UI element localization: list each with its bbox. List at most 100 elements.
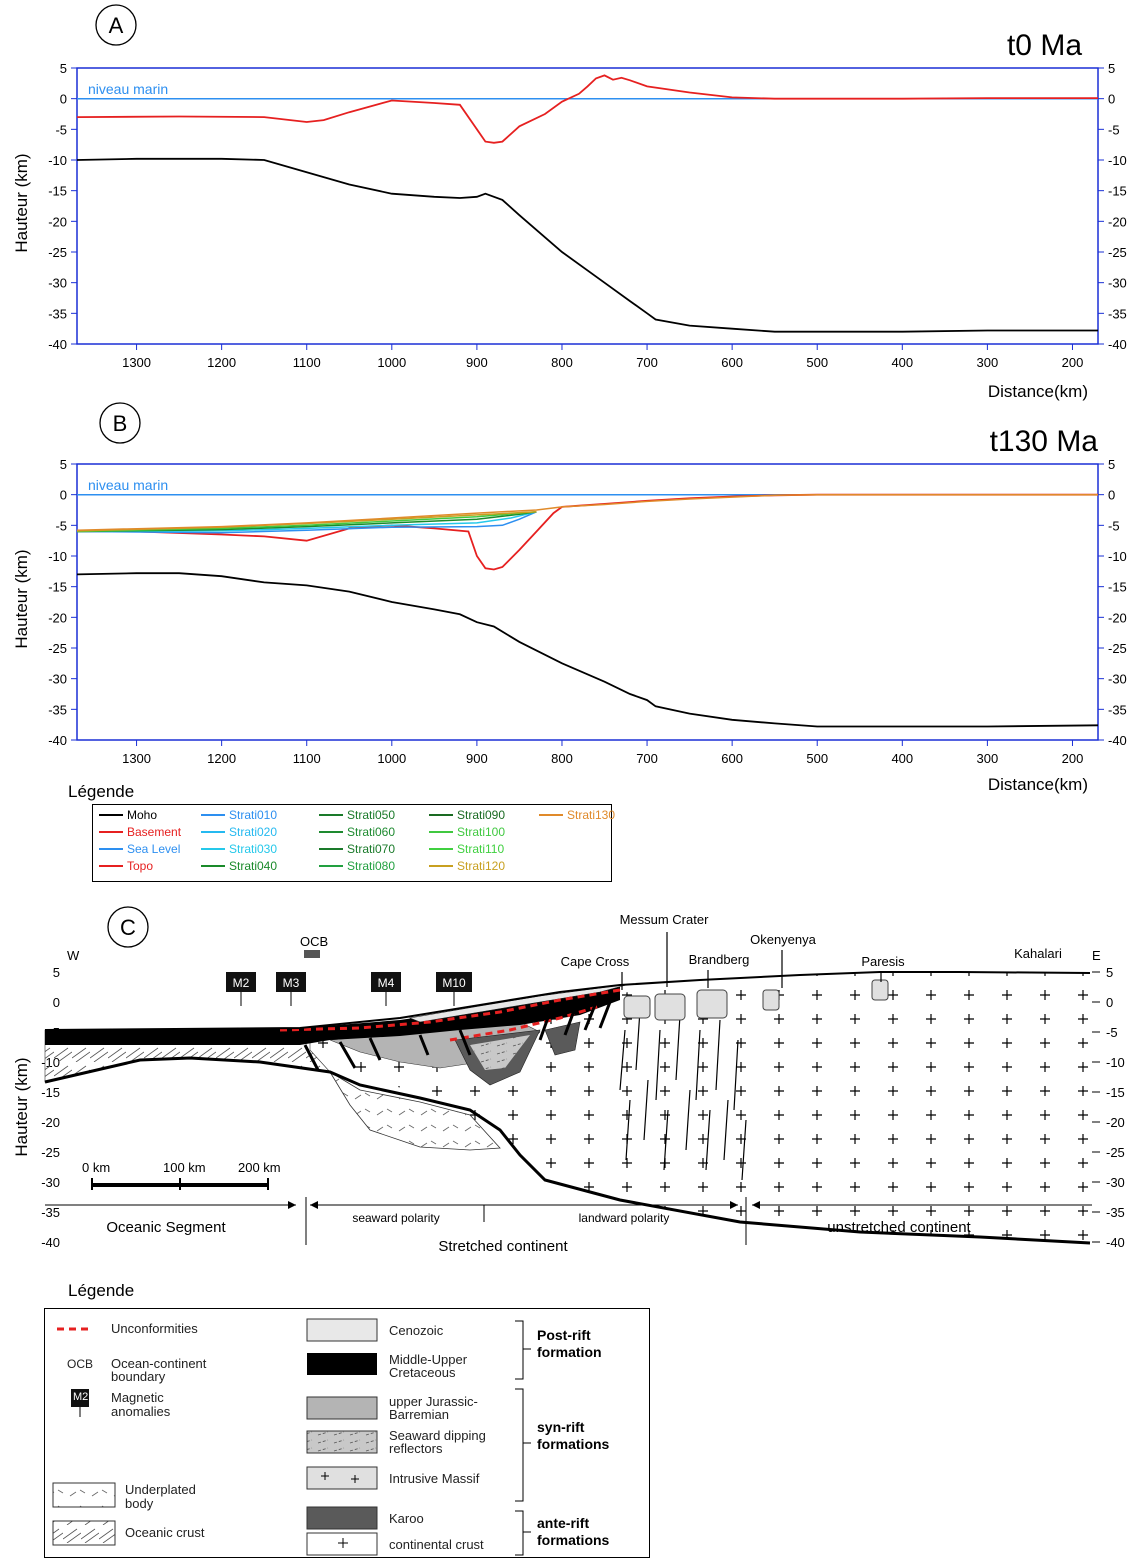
panel-c-ytick-r-2: -5 [1106,1025,1118,1040]
panel-b-xtick-label-9: 400 [891,751,913,766]
legend-jurassic-swatch [306,1396,378,1420]
legend-b-item-strati130: Strati130 [539,808,615,822]
panel-c-ytick-r-0: 5 [1106,965,1113,980]
bracket-post [515,1320,531,1380]
legend-magnetic: Magnetic anomalies [111,1390,171,1419]
anomaly-m10: M10 [436,972,472,1006]
panel-b-xtick-label-4: 900 [466,751,488,766]
panel-a-ytick-label-r-9: -40 [1108,337,1127,352]
legend-c-graphics [52,1318,531,1556]
anomaly-m4: M4 [371,972,401,1006]
panel-b-ytick-label-l-1: 0 [60,488,67,503]
legend-b-item-strati040: Strati040 [201,859,277,873]
legend-cenozoic-swatch [306,1318,378,1342]
cross-section [44,971,1091,1245]
panel-b-xtick-label-7: 600 [721,751,743,766]
legend-b-item-strati090: Strati090 [429,808,505,822]
legend-b-item-moho: Moho [99,808,157,822]
panel-c-letter: C [120,915,136,940]
panel-a-ytick-label-l-9: -40 [48,337,67,352]
legend-b-swatch [201,831,225,833]
moho-line [44,1056,1091,1245]
panel-b-ytick-label-l-4: -15 [48,580,67,595]
legend-b-label: Strati100 [457,825,506,839]
panel-a-time: t0 Ma [1007,29,1082,62]
panel-b-xtick-label-1: 1200 [207,751,236,766]
panel-b-xtick-label-5: 800 [551,751,573,766]
panel-b-series-7 [76,493,1098,531]
ocb-label: OCB [300,934,328,949]
anomaly-m10-label: M10 [442,976,466,990]
panel-a-ytick-label-r-4: -15 [1108,184,1127,199]
place-brandberg: Brandberg [689,952,750,967]
panel-a-letter: A [109,13,124,38]
panel-a-frame [76,67,1099,345]
place-paresis: Paresis [861,954,905,969]
legend-b-item-strati030: Strati030 [201,842,277,856]
panel-a-ytick-label-l-3: -10 [48,153,67,168]
panel-b-ytick-label-r-3: -10 [1108,549,1127,564]
legend-oceanic: Oceanic crust [125,1525,205,1540]
legend-b-label: Strati010 [229,808,278,822]
seg-stretched: Stretched continent [438,1238,568,1255]
panel-b-ylabel: Hauteur (km) [12,549,31,648]
place-okenyenya: Okenyenya [750,932,817,947]
legend-b-label: Strati020 [229,825,278,839]
panel-a-xtick-label-0: 1300 [122,355,151,370]
panel-b-ytick-label-r-5: -20 [1108,610,1127,625]
anomaly-m3: M3 [276,972,306,1006]
legend-b-title: Légende [68,782,134,801]
legend-b-swatch [429,865,453,867]
panel-c-ytick-l-4: -15 [41,1085,60,1100]
panel-b-xtick-label-8: 500 [806,751,828,766]
seg-landward: landward polarity [579,1211,670,1225]
legend-b-label: Strati040 [229,859,278,873]
west-label: W [67,948,80,963]
bracket-syn [515,1388,531,1502]
legend-b-label: Moho [127,808,158,822]
panel-b-series-4 [76,511,537,533]
panel-a-ytick-label-r-6: -25 [1108,245,1127,260]
panel-a-ylabel: Hauteur (km) [12,153,31,252]
panel-b-ytick-label-r-2: -5 [1108,518,1120,533]
panel-b-ytick-label-l-2: -5 [55,518,67,533]
legend-continental: continental crust [389,1537,484,1552]
legend-b-item-strati010: Strati010 [201,808,277,822]
panel-a-ytick-label-r-7: -30 [1108,276,1127,291]
legend-jurassic: upper Jurassic-Barremian [389,1394,478,1422]
legend-b-item-strati050: Strati050 [319,808,395,822]
legend-b-swatch [99,865,123,867]
panel-b-xtick-label-3: 1000 [377,751,406,766]
panel-b-xtick-label-0: 1300 [122,751,151,766]
ocb-marker [304,950,320,958]
panel-c-ytick-l-9: -40 [41,1235,60,1250]
panel-c-ylabel: Hauteur (km) [12,1057,31,1156]
legend-b-item-strati020: Strati020 [201,825,277,839]
legend-ocb: Ocean-continent boundary [111,1356,207,1384]
legend-b-swatch [319,814,343,816]
seg-seaward: seaward polarity [352,1211,439,1225]
panel-b: B t130 Ma Hauteur (km) Distance(km) nive… [12,402,1127,801]
legend-b-swatch [99,831,123,833]
legend-b-swatch [319,865,343,867]
panel-b-series-3 [76,511,537,533]
group-ante-rift: ante-rift formations [537,1515,610,1548]
legend-c-title: Légende [68,1281,134,1300]
panel-c-ytick-l-6: -25 [41,1145,60,1160]
panel-b-letter-circle [99,402,141,444]
legend-b-item-strati060: Strati060 [319,825,395,839]
panel-a-ytick-label-l-5: -20 [48,214,67,229]
panel-b-series-8 [76,572,1099,728]
panel-b-ytick-label-l-9: -40 [48,733,67,748]
panel-a-xtick-label-10: 300 [977,355,999,370]
legend-b-item-topo: Topo [99,859,153,873]
panel-a-ytick-label-r-1: 0 [1108,92,1115,107]
east-label: E [1092,948,1101,963]
legend-sdr: Seaward dipping reflectors [389,1428,486,1456]
legend-b-label: Strati080 [347,859,396,873]
panel-c: C Hauteur (km) 50-5-10-15-20-25-30-35-40… [12,906,1125,1300]
panel-b-xtick-label-11: 200 [1062,751,1084,766]
anomaly-m3-label: M3 [283,976,300,990]
